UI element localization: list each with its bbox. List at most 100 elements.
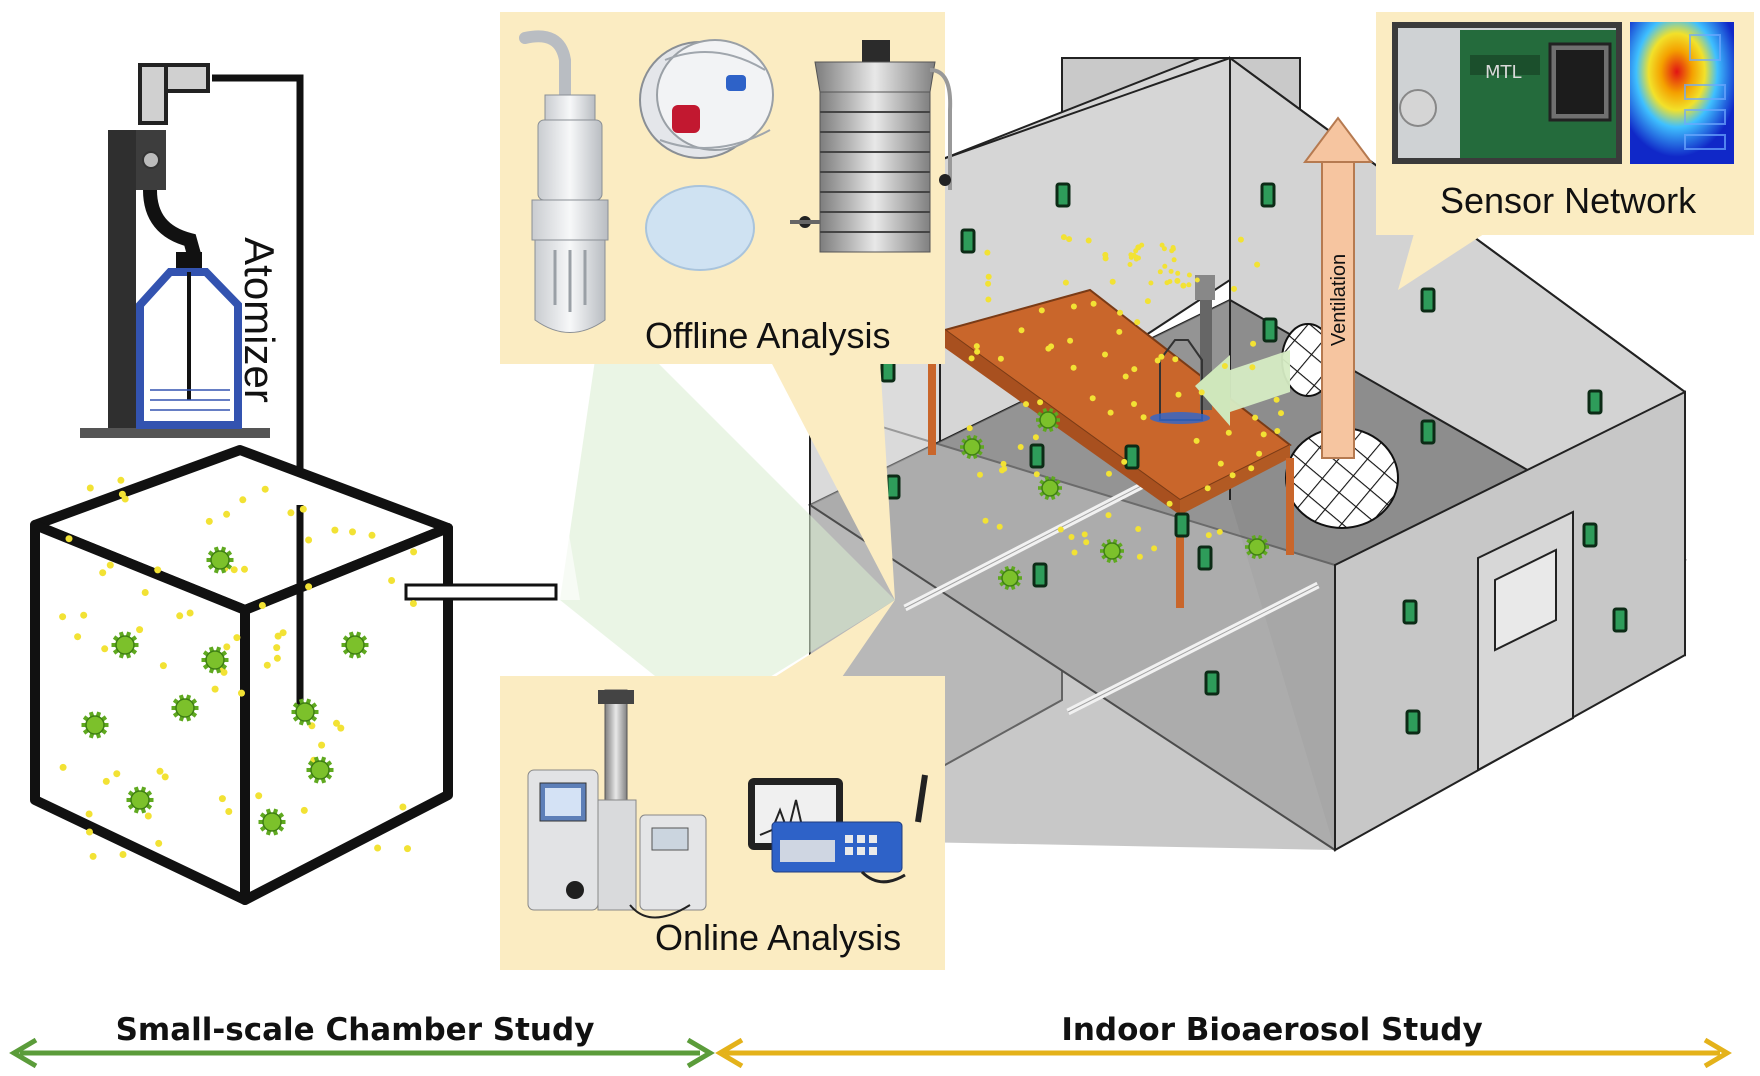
sensor-node-icon — [1587, 389, 1603, 415]
particle — [1193, 437, 1200, 444]
particle — [1180, 282, 1187, 289]
microbe-icon — [306, 756, 334, 784]
study-scale-arrows: Small-scale Chamber Study Indoor Bioaero… — [9, 1012, 1732, 1069]
particle — [1085, 237, 1092, 244]
particle — [273, 644, 281, 652]
particle — [1038, 307, 1045, 314]
microbe-icon — [258, 808, 286, 836]
particle — [99, 569, 107, 577]
particle — [1090, 300, 1097, 307]
particle — [368, 531, 376, 539]
particle — [1252, 414, 1259, 421]
particle — [318, 741, 326, 749]
svg-text:MTL: MTL — [1485, 62, 1522, 83]
particle — [299, 505, 307, 513]
microbe-icon — [1038, 476, 1062, 500]
particle — [1144, 298, 1151, 305]
particle — [106, 561, 114, 569]
particle — [263, 661, 271, 669]
particle — [65, 535, 73, 543]
small-chamber: Atomizer — [30, 63, 558, 905]
filter-cassette-icon — [639, 39, 774, 159]
particle — [1174, 277, 1181, 284]
particle — [1157, 269, 1163, 275]
particle — [1217, 460, 1224, 467]
particle — [241, 565, 248, 573]
particle — [1106, 470, 1112, 477]
particle — [1168, 268, 1174, 274]
sensor-node-icon — [1420, 419, 1436, 445]
particle — [85, 810, 93, 818]
particle — [1139, 242, 1145, 248]
particle — [1186, 272, 1192, 278]
particle — [1248, 465, 1255, 472]
particle — [1133, 248, 1139, 254]
particle — [1109, 278, 1116, 285]
particle — [966, 425, 973, 432]
particle — [1071, 549, 1078, 556]
particle — [1068, 534, 1075, 540]
particle — [156, 767, 164, 775]
particle — [1186, 282, 1192, 288]
particle — [985, 296, 992, 303]
particle — [399, 803, 407, 811]
offline-analysis-label: Offline Analysis — [645, 315, 890, 356]
particle — [176, 612, 184, 620]
microbe-icon — [111, 631, 139, 659]
particle — [161, 773, 169, 781]
particle — [119, 851, 127, 858]
particle — [985, 280, 992, 287]
particle — [1131, 366, 1138, 373]
microbe-icon — [171, 694, 199, 722]
sensor-node-icon — [960, 228, 976, 254]
particle — [258, 602, 266, 609]
particle — [1169, 248, 1175, 254]
particle — [1225, 429, 1232, 436]
particle — [409, 600, 417, 607]
particle — [1159, 242, 1165, 248]
ventilation-label: Ventilation — [1328, 254, 1350, 346]
particle — [1081, 531, 1088, 538]
particle — [1122, 373, 1129, 380]
sensor-node-icon — [1420, 287, 1436, 313]
particle — [1037, 399, 1044, 406]
particle — [1107, 409, 1114, 416]
particle — [80, 611, 88, 619]
sensor-node-icon — [1029, 443, 1045, 469]
particle — [102, 777, 110, 785]
particle — [1083, 539, 1090, 546]
particle — [1278, 410, 1284, 417]
particle — [159, 662, 167, 670]
particle — [1133, 256, 1139, 262]
sensor-node-icon — [1197, 545, 1213, 571]
particle — [333, 719, 340, 727]
particle — [1089, 395, 1096, 402]
particle — [1117, 309, 1123, 316]
particle — [1066, 236, 1073, 243]
particle — [1017, 444, 1024, 450]
particle — [997, 355, 1004, 362]
particle — [1134, 319, 1141, 326]
particle — [86, 828, 93, 836]
particle — [144, 812, 152, 820]
particle — [261, 485, 269, 493]
filter-disc-icon — [645, 185, 755, 271]
sensor-node-icon — [1260, 182, 1276, 208]
particle — [136, 626, 144, 634]
particle — [1175, 270, 1181, 276]
particle — [996, 523, 1003, 530]
chamber-microbes — [81, 546, 369, 836]
particle — [1198, 389, 1205, 396]
sensor-node-icon — [1582, 522, 1598, 548]
particle — [118, 490, 126, 498]
particle — [1175, 391, 1182, 398]
particle — [1057, 526, 1064, 533]
particle — [1070, 364, 1077, 371]
indoor-study-label: Indoor Bioaerosol Study — [1061, 1012, 1482, 1048]
microbe-icon — [206, 546, 234, 574]
particle — [59, 763, 67, 771]
chamber-particles — [59, 476, 418, 860]
particle — [1001, 465, 1008, 472]
particle — [211, 685, 219, 693]
particle — [1254, 261, 1261, 268]
